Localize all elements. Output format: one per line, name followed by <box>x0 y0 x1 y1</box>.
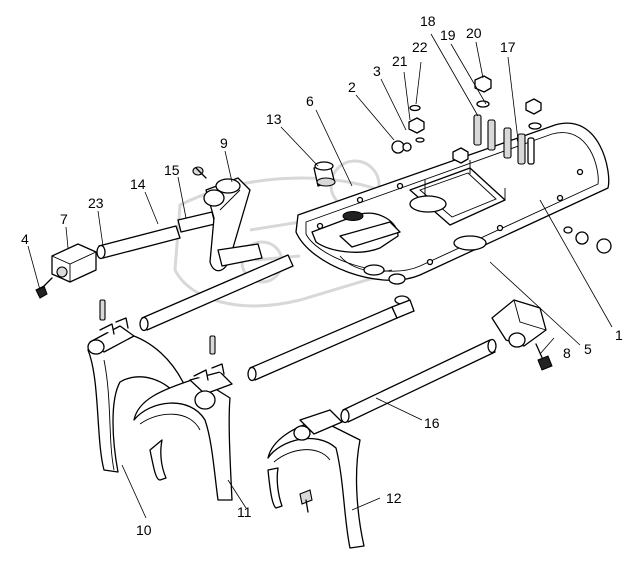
callout-3: 3 <box>373 63 381 79</box>
callout-6: 6 <box>306 93 314 109</box>
callout-17: 17 <box>500 39 516 55</box>
nuts-and-washers <box>408 75 542 164</box>
callout-1: 1 <box>615 327 623 343</box>
callout-21: 21 <box>392 53 408 69</box>
callout-16: 16 <box>424 415 440 431</box>
callout-labels: 1 2 3 4 5 6 7 8 9 10 11 12 13 14 15 16 1… <box>21 13 623 538</box>
callout-23: 23 <box>88 195 104 211</box>
callout-10: 10 <box>136 522 152 538</box>
callout-12: 12 <box>386 490 402 506</box>
callout-8: 8 <box>563 345 571 361</box>
callout-11: 11 <box>237 504 252 520</box>
callout-9: 9 <box>220 135 228 151</box>
callout-22: 22 <box>412 39 428 55</box>
callout-13: 13 <box>266 111 282 127</box>
studs <box>473 114 535 165</box>
callout-2: 2 <box>348 79 356 95</box>
leader-lines <box>27 33 613 519</box>
callout-19: 19 <box>440 27 456 43</box>
shift-rods <box>96 211 497 424</box>
breather-plug <box>313 161 336 187</box>
callout-18: 18 <box>420 13 436 29</box>
shift-fork-10 <box>87 317 191 473</box>
shift-fork-11 <box>133 363 233 501</box>
roll-pin-left <box>99 299 106 321</box>
roll-pin-middle <box>209 335 216 355</box>
detent-balls <box>391 140 612 254</box>
callout-14: 14 <box>130 176 146 192</box>
cover-plate <box>295 122 610 305</box>
callout-5: 5 <box>584 341 592 357</box>
shift-rod-bracket-right <box>491 299 553 371</box>
callout-20: 20 <box>466 25 482 41</box>
callout-4: 4 <box>21 231 29 247</box>
shift-rod-bracket-left <box>51 243 97 283</box>
callout-7: 7 <box>60 211 68 227</box>
shift-fork-12 <box>267 409 365 549</box>
bolt-left <box>35 277 53 299</box>
selector-lever <box>192 166 263 272</box>
callout-15: 15 <box>164 162 180 178</box>
